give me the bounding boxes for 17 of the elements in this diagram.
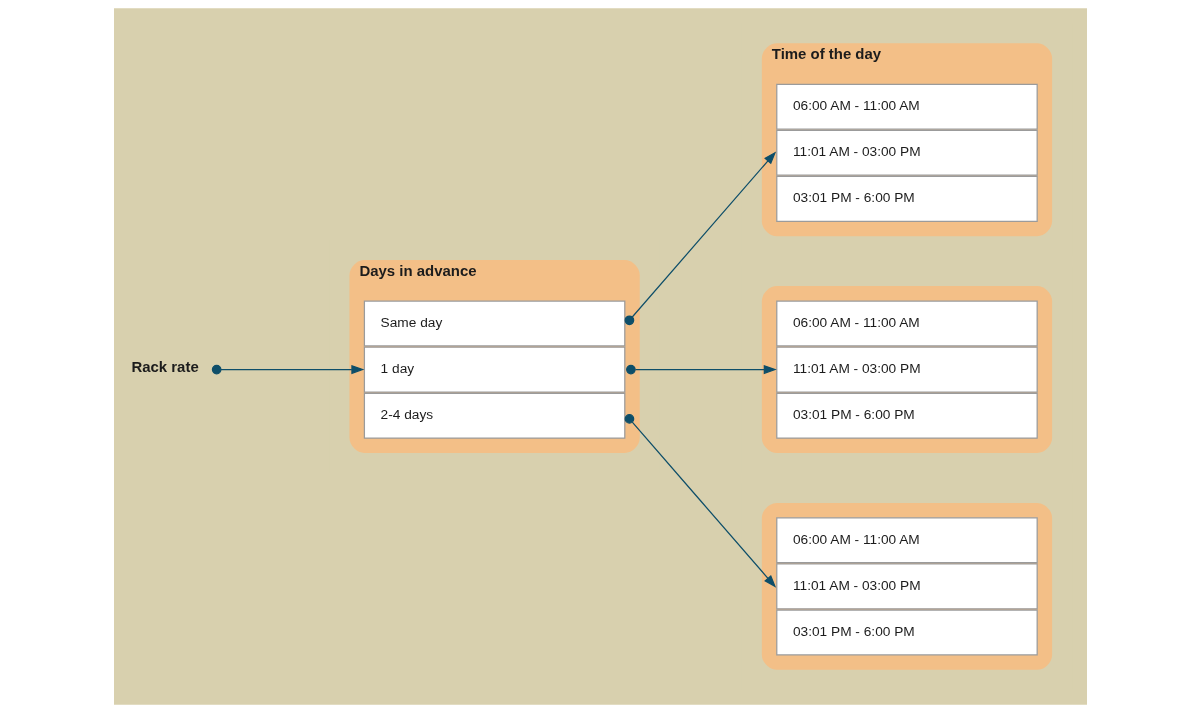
arrow — [624, 414, 776, 588]
node-box: 2-4 days — [363, 392, 625, 439]
node-box: 11:01 AM - 03:00 PM — [775, 346, 1038, 393]
arrow — [625, 364, 777, 375]
node-box: 11:01 AM - 03:00 PM — [775, 129, 1038, 176]
node-box: 03:01 PM - 6:00 PM — [775, 175, 1038, 222]
node-box: 06:00 AM - 11:00 AM — [775, 83, 1038, 130]
node-box: 11:01 AM - 03:00 PM — [775, 563, 1038, 610]
node-text: Rack rate — [130, 358, 199, 376]
node-box: 06:00 AM - 11:00 AM — [775, 517, 1038, 564]
node-box: 03:01 PM - 6:00 PM — [775, 392, 1038, 439]
node-box: 03:01 PM - 6:00 PM — [775, 609, 1038, 656]
node-box: 06:00 AM - 11:00 AM — [775, 300, 1038, 347]
arrow — [624, 151, 776, 326]
node-box: 1 day — [363, 346, 625, 393]
arrow — [211, 364, 364, 375]
node-box: Same day — [363, 300, 625, 347]
